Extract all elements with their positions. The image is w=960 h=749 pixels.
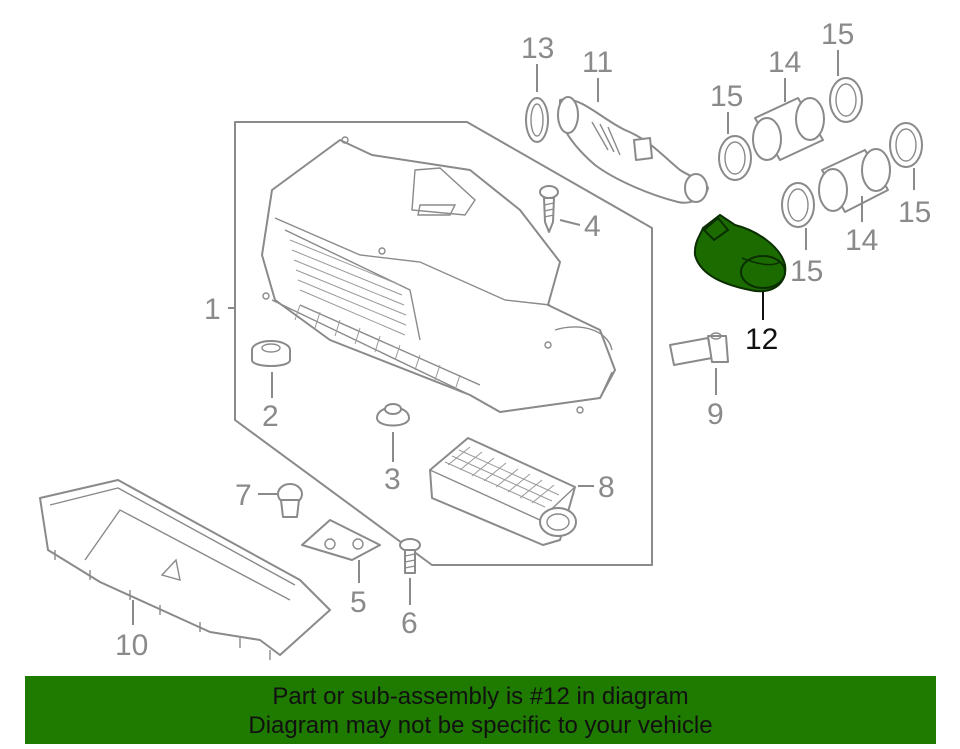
callout-3: 3 [384,463,401,496]
banner-line-2: Diagram may not be specific to your vehi… [248,712,713,739]
leader-lines [132,50,915,625]
filter-element-part-8[interactable] [429,437,577,546]
callout-1: 1 [204,293,221,326]
elbow-part-12-highlighted[interactable] [693,213,787,293]
bolt-part-6[interactable] [399,538,421,574]
clamp-part-15-b[interactable] [829,77,863,123]
callout-15-b: 15 [821,18,854,51]
bracket-part-5[interactable] [301,519,381,561]
callout-5: 5 [350,586,367,619]
callout-4: 4 [584,210,601,243]
callout-6: 6 [401,607,418,640]
coupler-part-14-lower[interactable] [818,148,891,213]
callout-10: 10 [115,629,148,662]
callout-15-a: 15 [710,80,743,113]
callout-9: 9 [707,398,724,431]
callout-13: 13 [521,32,554,65]
intake-hose-part-11[interactable] [557,96,709,204]
air-duct-part-10[interactable] [39,479,331,660]
parts-diagram: 1 2 3 4 5 6 7 8 9 10 11 12 13 14 14 15 1… [39,18,931,662]
callout-2: 2 [262,400,279,433]
callout-14-lower: 14 [845,224,878,257]
callout-8: 8 [598,471,615,504]
callout-12: 12 [745,323,778,356]
screw-part-4[interactable] [539,185,559,233]
coupler-part-14-upper[interactable] [752,97,825,161]
push-pin-part-7[interactable] [277,483,303,518]
clamp-part-15-d[interactable] [781,182,815,228]
callout-15-c: 15 [898,196,931,229]
grommet-part-3[interactable] [376,403,410,427]
air-cleaner-housing[interactable] [261,136,616,414]
callout-15-d: 15 [790,255,823,288]
banner-line-1: Part or sub-assembly is #12 in diagram [272,683,689,710]
callout-7: 7 [235,479,252,512]
clamp-part-15-c[interactable] [889,122,923,168]
grommet-part-2[interactable] [251,340,291,367]
clamp-part-15-a[interactable] [718,135,752,181]
info-banner: Part or sub-assembly is #12 in diagram D… [25,676,936,744]
sensor-part-9[interactable] [669,332,729,366]
callout-11: 11 [582,46,613,79]
clamp-part-13[interactable] [525,97,549,143]
callout-14-upper: 14 [768,46,801,79]
assembly-frame [234,121,653,566]
